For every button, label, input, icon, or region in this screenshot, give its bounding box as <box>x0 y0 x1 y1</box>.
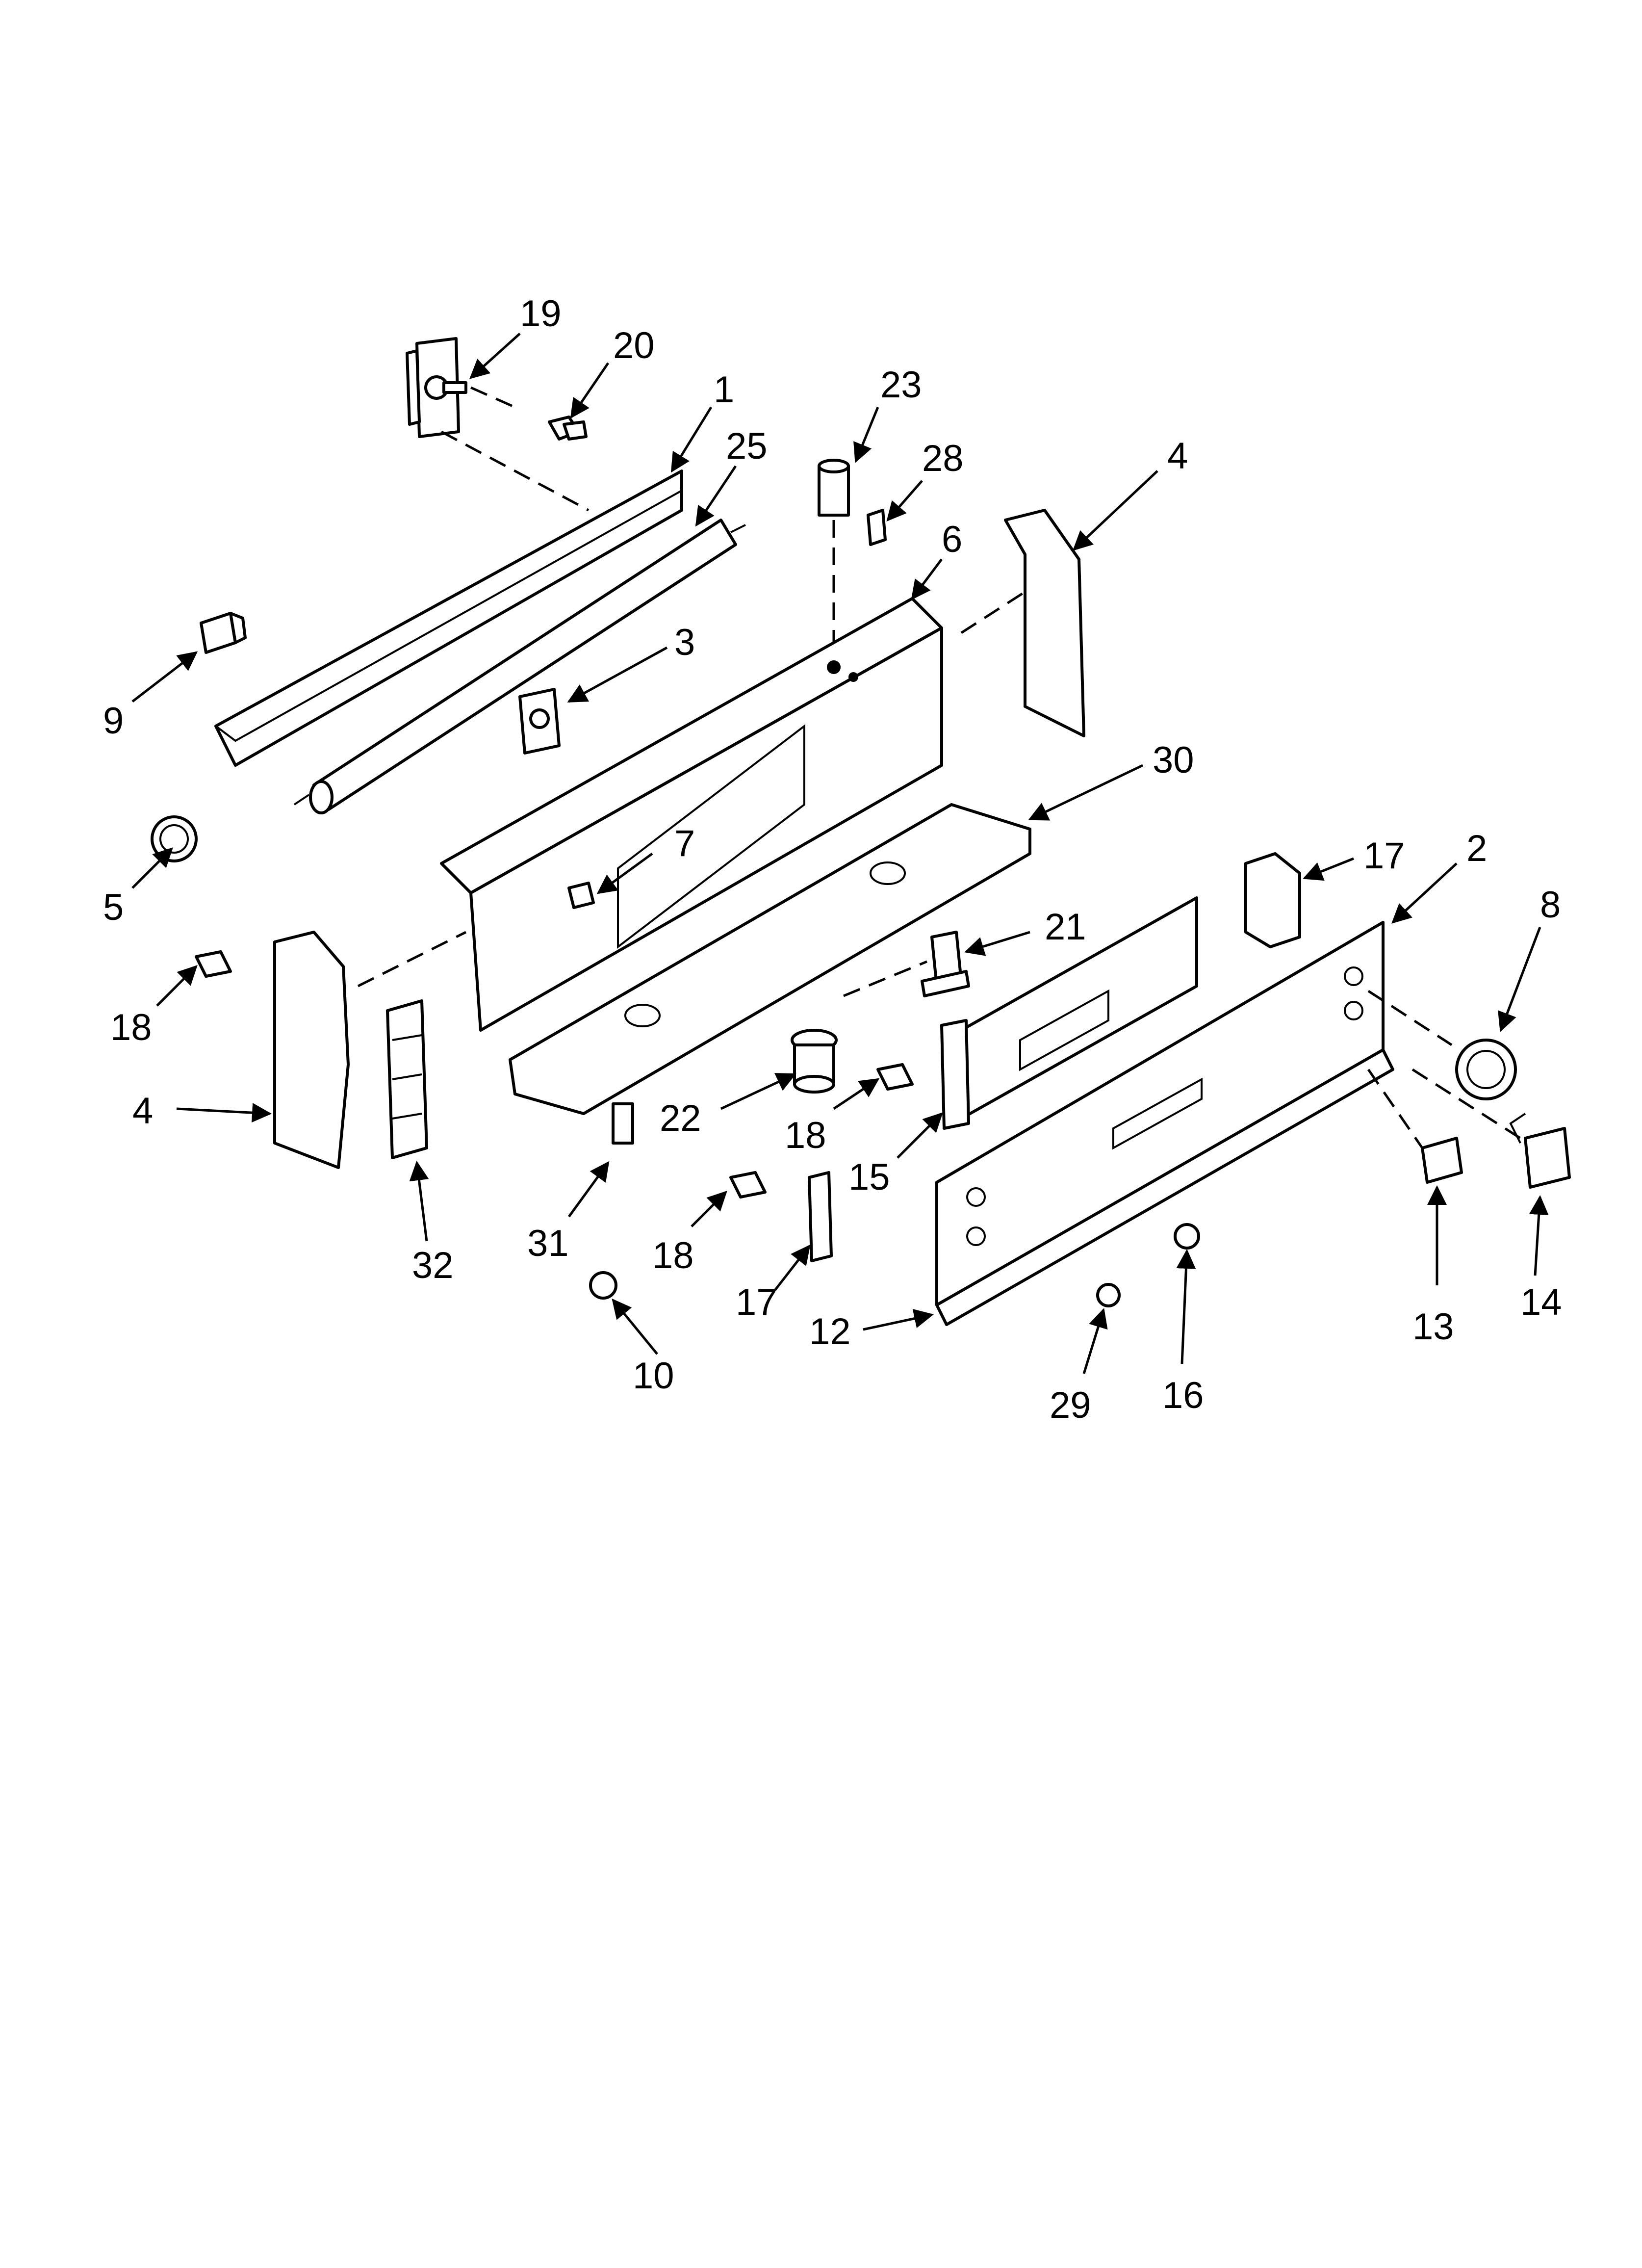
part-13-switch <box>1421 1137 1463 1184</box>
part-23-capacitor <box>818 459 850 517</box>
callout-19: 19 <box>520 293 562 335</box>
callout-16: 16 <box>1162 1375 1204 1416</box>
callout-30: 30 <box>1153 739 1194 781</box>
part-15-control-board <box>940 896 1198 1130</box>
part-28-bracket <box>867 509 887 546</box>
callout-28: 28 <box>922 438 964 479</box>
callout-31: 31 <box>527 1223 569 1264</box>
callout-18-left: 18 <box>110 1007 152 1048</box>
callout-17-bottom: 17 <box>736 1281 777 1323</box>
callout-14: 14 <box>1520 1281 1562 1323</box>
part-6-panel-frame <box>440 597 943 1032</box>
callout-10: 10 <box>633 1355 674 1397</box>
part-19-switch <box>406 337 467 438</box>
part-3-switch <box>518 688 561 755</box>
part-18-screw-b <box>876 1063 914 1091</box>
part-17-bracket-bottom <box>808 1171 833 1262</box>
callout-5: 5 <box>103 886 124 928</box>
callout-32: 32 <box>412 1245 454 1286</box>
callout-1: 1 <box>714 369 734 411</box>
callout-4-bottom: 4 <box>132 1090 153 1132</box>
part-20-screw <box>548 416 588 441</box>
part-7-screw <box>567 882 595 909</box>
callout-12: 12 <box>809 1311 851 1353</box>
callout-25: 25 <box>726 425 768 467</box>
part-1-strip <box>214 469 683 767</box>
callout-22: 22 <box>660 1097 701 1139</box>
part-17-bracket-top <box>1244 852 1301 948</box>
part-22-grommet <box>791 1029 838 1094</box>
callout-7: 7 <box>674 823 695 864</box>
callout-13: 13 <box>1412 1306 1454 1348</box>
callout-17-top: 17 <box>1363 835 1405 877</box>
callout-labels: 19 20 1 23 25 28 4 6 3 9 30 7 5 17 2 8 2… <box>103 293 1562 1426</box>
part-32-connector <box>386 999 428 1159</box>
part-4-endcap-left <box>273 931 350 1169</box>
part-10-button <box>589 1271 617 1300</box>
callout-9: 9 <box>103 700 124 742</box>
part-14-switch <box>1509 1113 1571 1189</box>
callout-23: 23 <box>880 364 922 406</box>
part-25-tube <box>293 519 746 814</box>
part-18-screw-a <box>195 950 232 978</box>
part-8-knob <box>1455 1039 1517 1100</box>
leader-lines <box>131 333 1549 1374</box>
part-16-button <box>1174 1223 1200 1250</box>
callout-3: 3 <box>674 622 695 663</box>
part-12-trim <box>935 1048 1394 1326</box>
callout-21: 21 <box>1045 906 1086 948</box>
callout-18-mid: 18 <box>785 1115 826 1156</box>
part-30-shelf <box>509 803 1031 1115</box>
part-31-screw <box>612 1102 634 1145</box>
part-18-screw-c <box>729 1171 767 1199</box>
part-5-gear <box>151 815 198 862</box>
part-29-button <box>1096 1283 1121 1307</box>
part-9-clip <box>200 612 247 654</box>
part-4-endcap-right <box>1004 509 1085 737</box>
callout-6: 6 <box>942 519 962 560</box>
callout-4-top: 4 <box>1167 435 1188 477</box>
callout-8: 8 <box>1540 884 1561 926</box>
callout-2: 2 <box>1466 828 1487 869</box>
callout-20: 20 <box>613 325 655 366</box>
part-21-bracket <box>921 931 970 997</box>
callout-29: 29 <box>1050 1384 1091 1426</box>
callout-18-bottom: 18 <box>652 1235 694 1277</box>
callout-15: 15 <box>848 1156 890 1198</box>
